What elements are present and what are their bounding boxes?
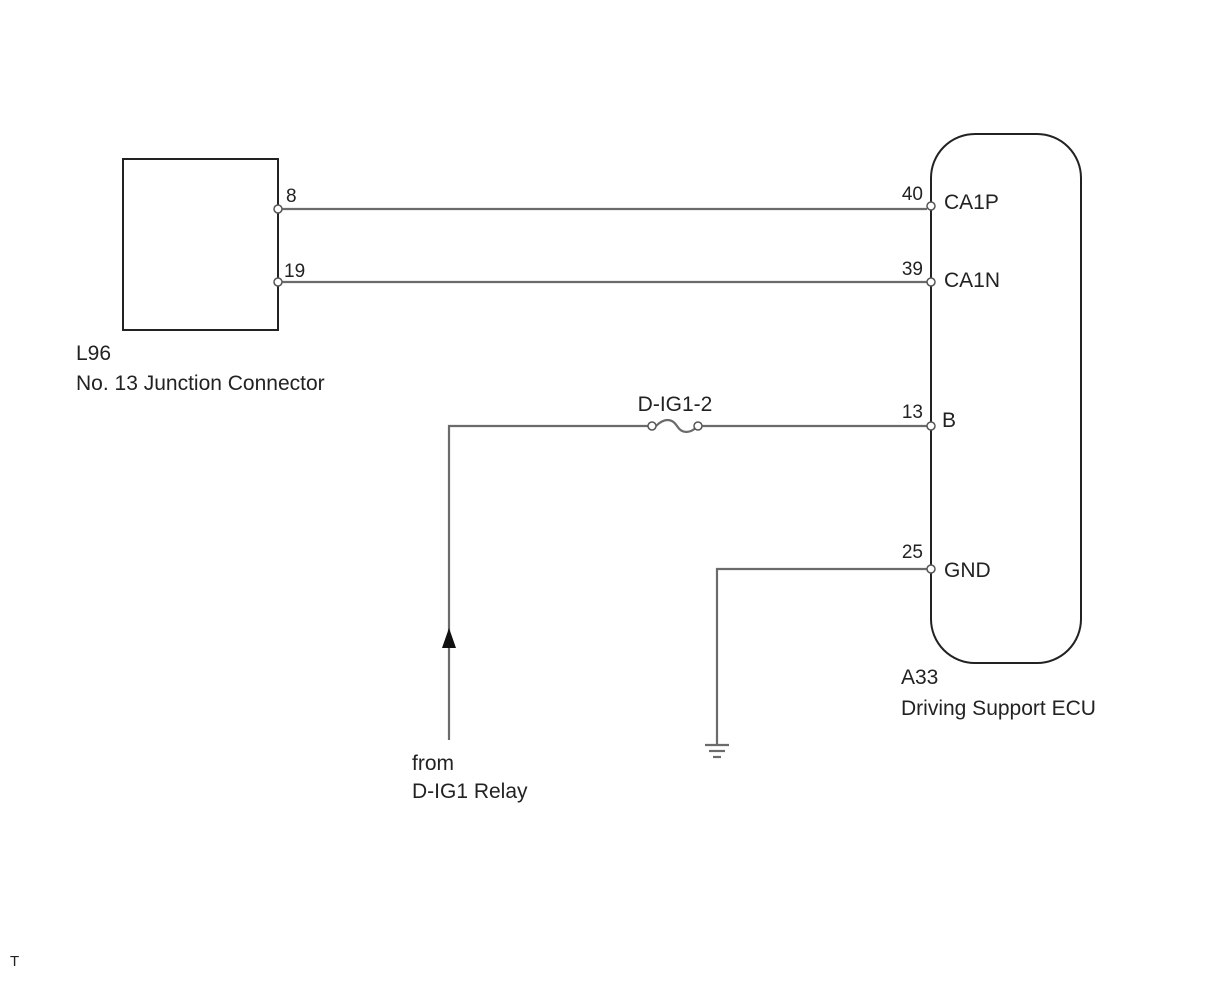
connector-pin-19-marker bbox=[273, 277, 283, 287]
ecu-name: Driving Support ECU bbox=[901, 697, 1096, 720]
connector-pin-8-marker bbox=[273, 204, 283, 214]
junction-connector-name: No. 13 Junction Connector bbox=[76, 372, 325, 395]
fuse-symbol bbox=[647, 418, 703, 434]
ecu-terminal-b-label: B bbox=[942, 409, 956, 432]
ecu-box bbox=[930, 133, 1082, 664]
connector-pin-19-label: 19 bbox=[284, 261, 305, 282]
wire-power bbox=[447, 424, 648, 740]
ecu-pin-13-marker bbox=[926, 421, 936, 431]
ecu-pin-40-marker bbox=[926, 201, 936, 211]
wire-ground bbox=[715, 567, 927, 744]
ecu-terminal-ca1n-label: CA1N bbox=[944, 269, 1000, 292]
ecu-pin-39-marker bbox=[926, 277, 936, 287]
source-arrow-icon bbox=[442, 628, 456, 648]
ecu-pin-39-label: 39 bbox=[902, 259, 923, 280]
ecu-pin-13-label: 13 bbox=[902, 402, 923, 423]
footer-mark: T bbox=[10, 953, 19, 970]
connector-pin-8-label: 8 bbox=[286, 186, 297, 207]
ground-icon bbox=[705, 743, 729, 759]
junction-connector-box bbox=[122, 158, 279, 331]
ecu-pin-40-label: 40 bbox=[902, 184, 923, 205]
ecu-terminal-ca1p-label: CA1P bbox=[944, 191, 999, 214]
ecu-terminal-gnd-label: GND bbox=[944, 559, 991, 582]
source-label-line1: from bbox=[412, 752, 454, 775]
ecu-code: A33 bbox=[901, 666, 938, 689]
ecu-pin-25-marker bbox=[926, 564, 936, 574]
fuse-label: D-IG1-2 bbox=[638, 393, 713, 416]
source-label-line2: D-IG1 Relay bbox=[412, 780, 528, 803]
junction-connector-code: L96 bbox=[76, 342, 111, 365]
ecu-pin-25-label: 25 bbox=[902, 542, 923, 563]
